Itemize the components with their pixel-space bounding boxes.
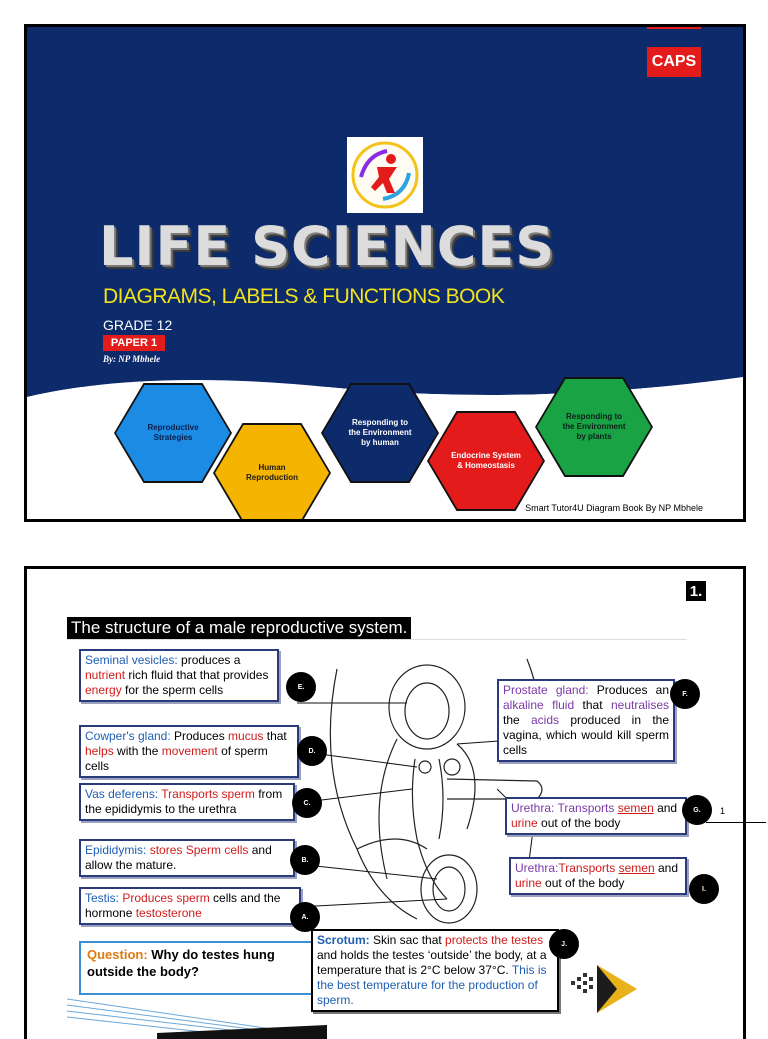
term-urethra: Urethra: [515,861,559,875]
keyword-energy: energy [85,683,122,697]
term-prostate-gland: Prostate gland: [503,683,589,697]
term-scrotum: Scrotum: [317,933,370,947]
label-text: with the [113,744,162,758]
marker-d: D. [297,736,327,766]
keyword-alkaline-fluid: alkaline fluid [503,698,575,712]
term-vas-deferens: Vas deferens: [85,787,159,801]
label-cowpers-gland: Cowper's gland: Produces mucus that help… [79,725,299,778]
topic-label: Responding to the Environment by plants [562,412,626,441]
keyword-protects-testes: protects the testes [445,933,544,947]
decorative-lines [67,998,327,1039]
label-urethra-i: Urethra:Transports semen and urine out o… [509,857,687,895]
book-subtitle: DIAGRAMS, LABELS & FUNCTIONS BOOK [103,285,505,308]
topic-hex-human-reproduction: Human Reproduction [213,423,331,519]
label-text: produces a [177,653,241,667]
label-text: out of the body [541,876,625,890]
label-text: that [574,698,611,712]
label-seminal-vesicles: Seminal vesicles: produces a nutrient ri… [79,649,279,702]
keyword-nutrient: nutrient [85,668,126,682]
keyword-movement: movement [161,744,218,758]
label-text: Skin sac that [369,933,446,947]
label-text: Produces an [588,683,669,697]
book-title: LIFE SCIENCES [99,215,556,278]
author-label: By: NP Mbhele [103,354,161,364]
side-page-number: 1 [720,806,726,816]
topic-hex-endocrine: Endocrine System & Homeostasis [427,411,545,511]
brand-logo [347,137,423,213]
marker-b: B. [290,845,320,875]
keyword-semen: semen [618,861,655,875]
caps-accent-line [647,27,701,29]
label-text: Transports [554,801,618,815]
marker-i: I. [689,874,719,904]
side-rule [706,822,766,823]
diagram-page: 1. The structure of a male reproductive … [24,566,746,1039]
topic-label: Human Reproduction [246,463,298,482]
keyword-urine: urine [515,876,542,890]
page-number: 1. [686,581,706,601]
label-prostate-gland: Prostate gland: Produces an alkaline flu… [497,679,675,762]
marker-g: G. [682,795,712,825]
marker-a: A. [290,902,320,932]
marker-f: F. [670,679,700,709]
grade-label: GRADE 12 [103,317,173,333]
keyword-helps: helps [85,744,114,758]
cover-page: CAPS LIFE SCIENCES DIAGRAMS, LABELS & FU… [24,24,746,522]
marker-e: E. [286,672,316,702]
label-urethra-g: Urethra: Transports semen and urine out … [505,797,687,835]
keyword-testosterone: testosterone [135,906,202,920]
label-text: the [503,713,531,727]
keyword-neutralises: neutralises [610,698,669,712]
label-testis: Testis: Produces sperm cells and the hor… [79,887,301,925]
page-title: The structure of a male reproductive sys… [67,617,412,639]
keyword-transports-sperm: Transports sperm [158,787,255,801]
term-urethra: Urethra: [511,801,555,815]
label-text: from the epididymis to the urethra [85,787,283,816]
caps-badge: CAPS [647,47,701,77]
footer-credit: Smart Tutor4U Diagram Book By NP Mbhele [525,503,703,513]
paper-badge: PAPER 1 [103,335,165,351]
question-box: Question: Why do testes hung outside the… [79,941,313,995]
keyword-semen: semen [617,801,654,815]
term-testis: Testis: [85,891,120,905]
keyword-mucus: mucus [228,729,264,743]
play-logo-icon [571,965,637,1013]
label-text: Transports [558,861,619,875]
label-text: and holds the testes ‘outside’ the body,… [317,948,547,977]
keyword-best-temperature: This is the best temperature for the pro… [317,963,547,1007]
topic-label: Reproductive Strategies [147,423,199,442]
label-epididymis: Epididymis: stores Sperm cells and allow… [79,839,295,877]
label-text: cells and the hormone [85,891,281,920]
label-text: that [266,729,287,743]
keyword-produces-sperm: Produces sperm [119,891,210,905]
label-text: and allow the mature. [85,843,272,872]
topic-label: Endocrine System & Homeostasis [451,451,521,470]
title-divider [67,639,687,640]
label-text: Produces [170,729,229,743]
label-text: for the sperm cells [121,683,224,697]
label-text: out of the body [537,816,621,830]
term-epididymis: Epididymis: [85,843,147,857]
label-text: and [653,801,678,815]
term-seminal-vesicles: Seminal vesicles: [85,653,178,667]
label-text: and [657,861,679,875]
label-text: of sperm cells [85,744,268,773]
question-text: Why do testes hung outside the body? [87,947,275,979]
term-cowpers-gland: Cowper's gland: [85,729,171,743]
keyword-urine: urine [511,816,538,830]
label-vas-deferens: Vas deferens: Transports sperm from the … [79,783,295,821]
topic-label: Responding to the Environment by human [348,418,412,447]
keyword-stores-sperm: stores Sperm cells [146,843,249,857]
label-text: rich fluid that that provides [125,668,269,682]
label-text: produced in the vagina, which would kill… [503,713,670,757]
keyword-acids: acids [531,713,560,727]
label-scrotum: Scrotum: Skin sac that protects the test… [311,929,559,1012]
topic-hex-responding-plants: Responding to the Environment by plants [535,377,653,477]
marker-c: C. [292,788,322,818]
question-label: Question: [87,947,148,962]
marker-j: J. [549,929,579,959]
